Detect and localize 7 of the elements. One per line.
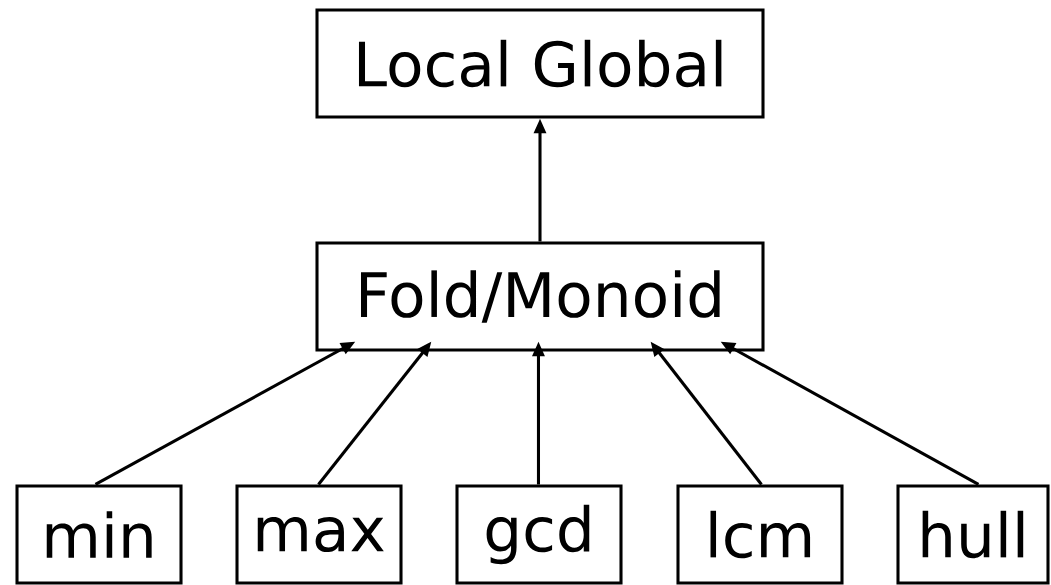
process-box: Local Global [315, 8, 765, 119]
process-box: min [15, 484, 183, 585]
process-box: gcd [455, 484, 623, 585]
process-box: Fold/Monoid [315, 241, 765, 352]
process-box: hull [896, 484, 1050, 585]
process-box: lcm [676, 484, 844, 585]
process-box: max [235, 484, 403, 585]
